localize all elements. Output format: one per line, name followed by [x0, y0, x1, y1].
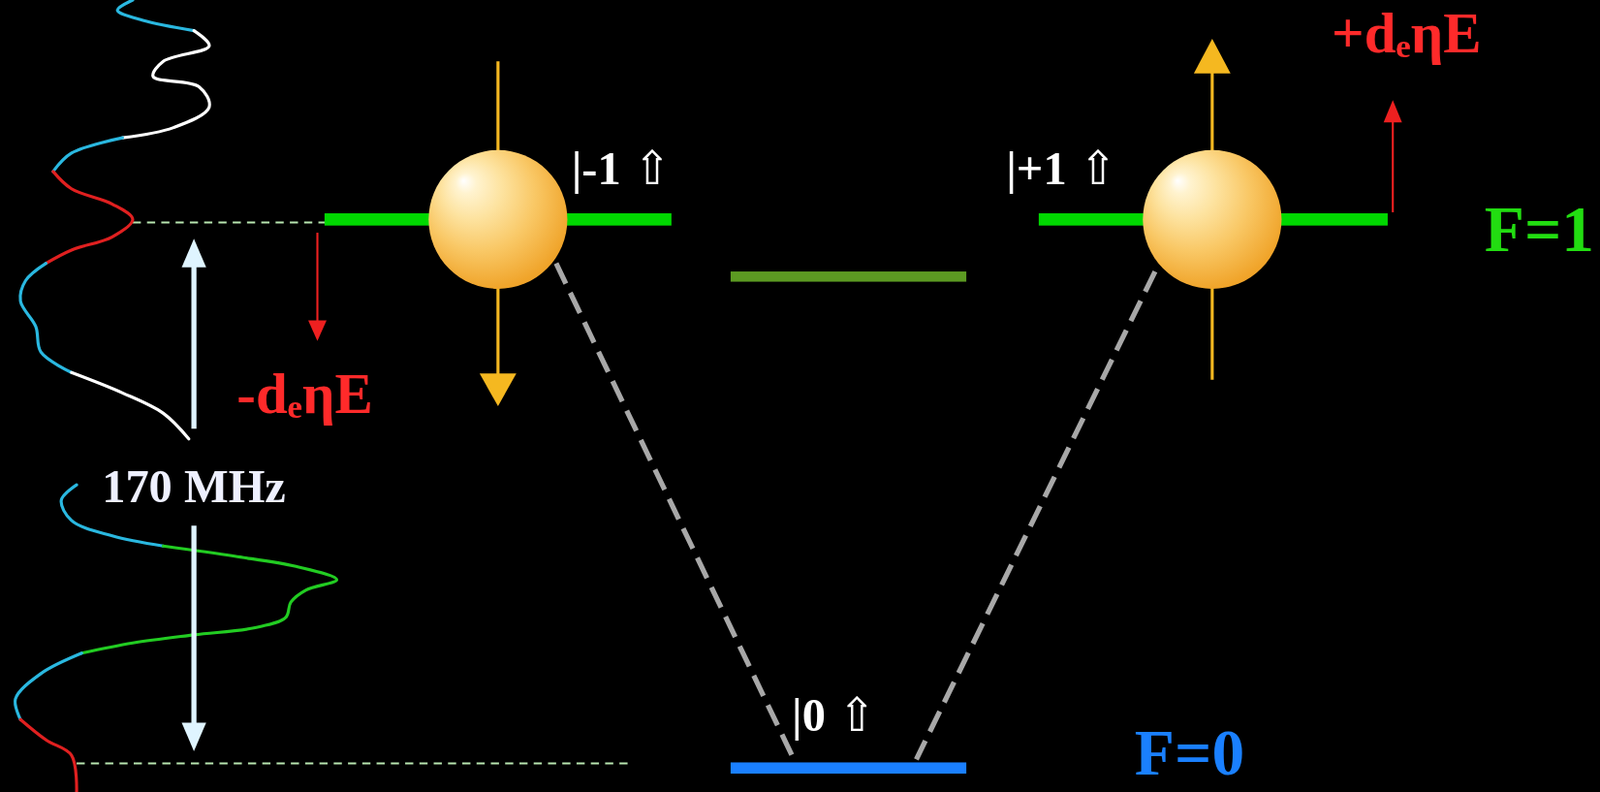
transition-line	[916, 271, 1156, 759]
state-label: |0 ⇧	[791, 691, 878, 739]
arrow-head	[181, 721, 206, 751]
spectrum-segment	[122, 31, 210, 139]
shift-label: +dₑηE	[1331, 4, 1481, 63]
spectrum-segment	[20, 719, 77, 792]
interval-arrow	[190, 525, 196, 726]
interval-label: 170 MHz	[99, 459, 288, 514]
level-label: F=1	[1484, 196, 1595, 262]
spectrum-segment	[53, 137, 124, 172]
state-label: |+1 ⇧	[1005, 145, 1118, 192]
arrow-head	[181, 238, 206, 267]
spectrum-segment	[71, 372, 189, 439]
spectrum-segment	[45, 171, 132, 264]
level-label: F=0	[1134, 720, 1245, 785]
arrow-head	[1193, 38, 1231, 74]
spectrum-segment	[81, 545, 337, 654]
transition-line	[556, 263, 794, 760]
guide-line	[132, 220, 347, 223]
shift-label: -dₑηE	[236, 365, 373, 423]
arrow-head	[479, 373, 517, 407]
interval-arrow	[190, 263, 196, 430]
level-line	[730, 271, 967, 283]
arrow-head	[308, 320, 327, 342]
shift-arrow	[315, 232, 318, 323]
level-line	[730, 761, 967, 774]
atom-sphere	[1142, 150, 1282, 289]
spectrum-segment	[15, 653, 83, 720]
guide-line	[76, 761, 633, 764]
arrow-head	[1383, 99, 1403, 123]
atom-sphere	[428, 150, 567, 289]
shift-arrow	[1391, 120, 1394, 213]
spectrum-segment	[117, 0, 194, 32]
spectrum-segment	[20, 263, 72, 374]
state-label: |-1 ⇧	[571, 145, 673, 192]
